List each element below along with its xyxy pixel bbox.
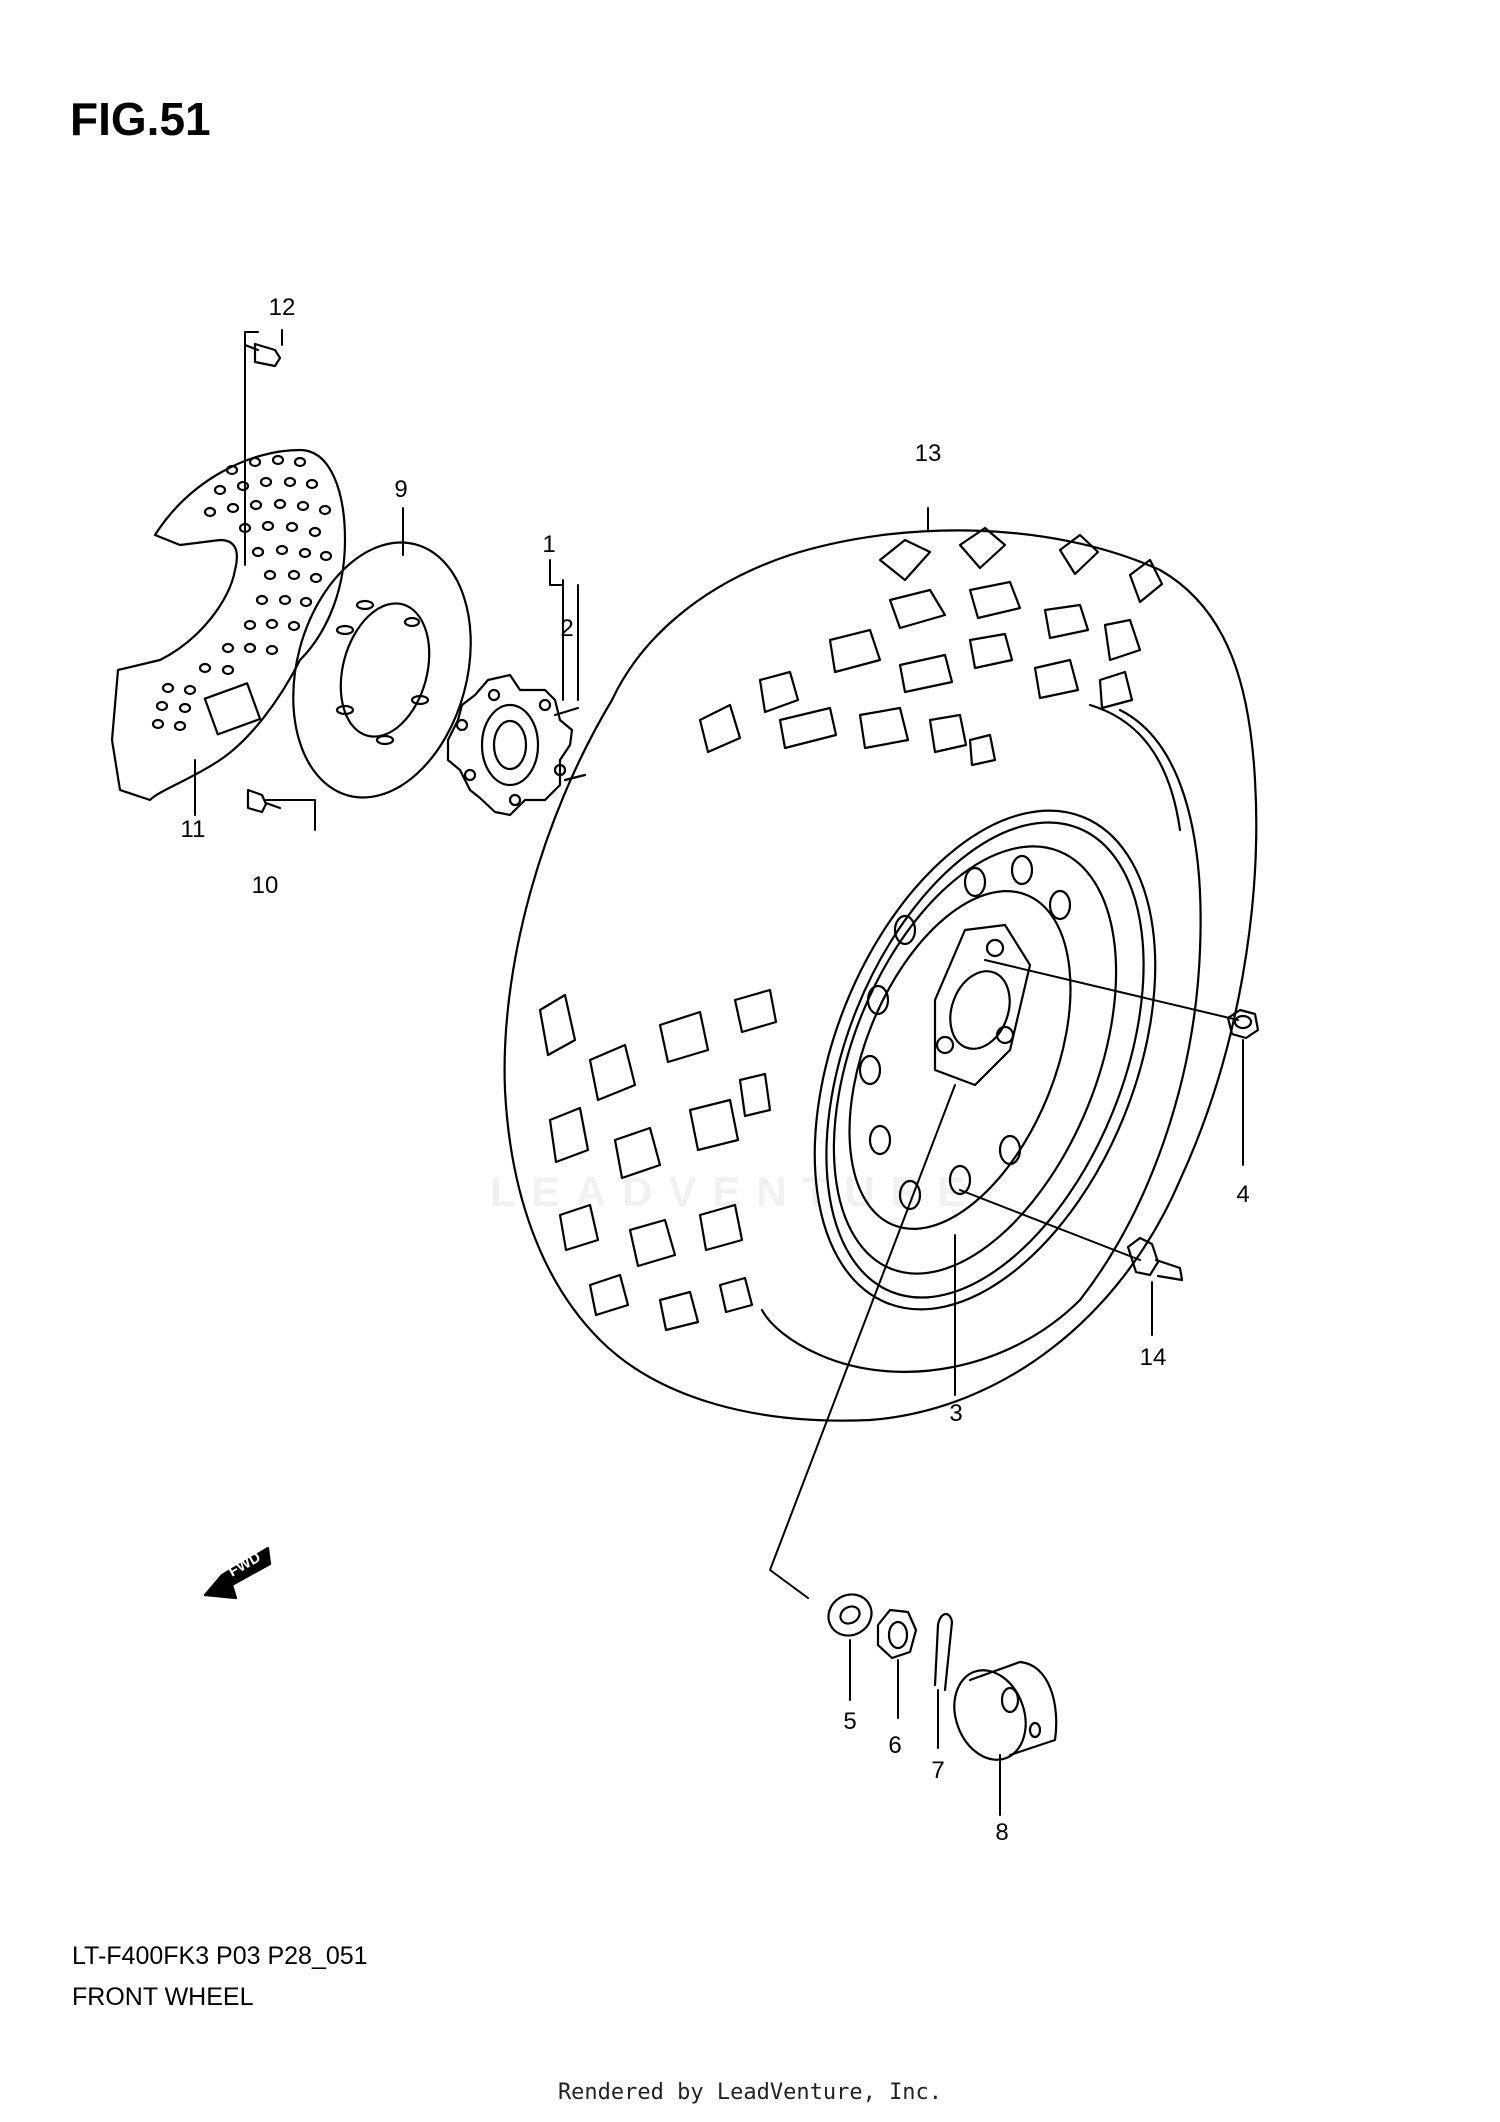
callout-6[interactable]: 6 — [888, 1732, 901, 1759]
callout-4[interactable]: 4 — [1236, 1181, 1249, 1208]
callout-12[interactable]: 12 — [269, 294, 296, 321]
figure-name: FRONT WHEEL — [72, 1983, 254, 2011]
callout-3[interactable]: 3 — [949, 1400, 962, 1427]
bolt-12[interactable] — [243, 342, 282, 368]
figure-title: FIG.51 — [70, 93, 211, 145]
model-code: LT-F400FK3 P03 P28_051 — [72, 1942, 368, 1970]
callout-2[interactable]: 2 — [560, 615, 573, 642]
valve-14[interactable] — [1126, 1236, 1184, 1282]
fwd-arrow-icon: FWD — [203, 1546, 272, 1600]
cotter-pin-7[interactable] — [933, 1613, 954, 1692]
footer-credit: Rendered by LeadVenture, Inc. — [557, 2080, 943, 2105]
callout-11[interactable]: 11 — [181, 816, 206, 843]
hub-cap-8[interactable] — [942, 1660, 1058, 1770]
callout-7[interactable]: 7 — [931, 1757, 944, 1784]
disc-cover[interactable] — [110, 448, 347, 802]
tire[interactable] — [503, 526, 1258, 1422]
wheel-rim[interactable] — [748, 761, 1222, 1359]
nut-4[interactable] — [1226, 1008, 1260, 1040]
callout-14[interactable]: 14 — [1140, 1344, 1167, 1371]
washer-5[interactable] — [821, 1587, 879, 1644]
castle-nut-6[interactable] — [876, 1608, 918, 1660]
callout-8[interactable]: 8 — [995, 1819, 1008, 1846]
callout-13[interactable]: 13 — [915, 440, 942, 467]
callout-5[interactable]: 5 — [843, 1708, 856, 1735]
callout-9[interactable]: 9 — [394, 476, 407, 503]
leader-lines — [194, 329, 1244, 1816]
wheel-hub[interactable] — [446, 673, 587, 817]
callout-10[interactable]: 10 — [252, 872, 279, 899]
brake-disc[interactable] — [266, 522, 498, 817]
bolt-10[interactable] — [246, 788, 282, 814]
callout-1[interactable]: 1 — [542, 531, 555, 558]
